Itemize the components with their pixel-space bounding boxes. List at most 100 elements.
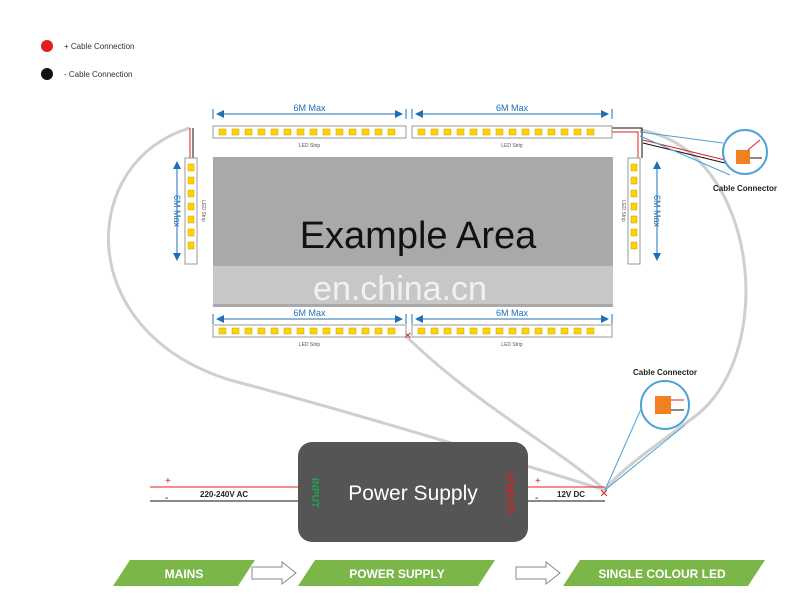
- led-chip: [309, 327, 318, 335]
- led-chip: [322, 128, 331, 136]
- led-chip: [296, 128, 305, 136]
- led-chip: [187, 202, 195, 211]
- power-supply: Power Supply INPUT OUTPUT: [298, 442, 528, 542]
- led-chip: [630, 176, 638, 185]
- connector-plug-icon: [736, 150, 750, 164]
- flow-step-label: SINGLE COLOUR LED: [598, 567, 726, 581]
- led-chip: [630, 163, 638, 172]
- example-area: [213, 157, 613, 307]
- junction-x-icon: ✕: [599, 488, 608, 500]
- led-chip: [187, 176, 195, 185]
- output-voltage: 12V DC: [557, 490, 585, 499]
- led-chip: [187, 215, 195, 224]
- led-chip: [270, 327, 279, 335]
- led-chip: [430, 327, 439, 335]
- led-strip-label: LED Strip: [620, 200, 626, 222]
- arrow-right-icon: [515, 560, 561, 586]
- led-chip: [335, 327, 344, 335]
- dimension-label: 6M Max: [496, 103, 529, 113]
- led-chip: [218, 327, 227, 335]
- area-title: Example Area: [300, 215, 537, 257]
- led-strip-label: LED Strip: [200, 200, 206, 222]
- led-chip: [443, 128, 452, 136]
- input-label: INPUT: [309, 478, 320, 508]
- led-chip: [521, 128, 530, 136]
- led-chip: [534, 128, 543, 136]
- dimension-label: 6M Max: [172, 195, 182, 228]
- led-chip: [534, 327, 543, 335]
- legend: + Cable Connection - Cable Connection: [41, 40, 135, 80]
- led-chip: [430, 128, 439, 136]
- positive-dot-icon: [41, 40, 53, 52]
- led-chip: [187, 241, 195, 250]
- led-chip: [283, 128, 292, 136]
- cable-connector-bottom: Cable Connector ✕: [599, 368, 697, 500]
- dimension-label: 6M Max: [652, 195, 662, 228]
- led-chip: [417, 128, 426, 136]
- led-chip: [296, 327, 305, 335]
- led-chip: [244, 128, 253, 136]
- output-minus: -: [535, 493, 538, 504]
- led-chip: [630, 228, 638, 237]
- led-chip: [508, 327, 517, 335]
- led-chip: [187, 163, 195, 172]
- flow-step-mains: [113, 560, 255, 586]
- led-chip: [309, 128, 318, 136]
- led-chip: [374, 327, 383, 335]
- led-chip: [495, 327, 504, 335]
- led-chip: [482, 128, 491, 136]
- led-chip: [187, 228, 195, 237]
- led-chip: [456, 327, 465, 335]
- legend-negative-label: - Cable Connection: [64, 70, 132, 79]
- led-chip: [456, 128, 465, 136]
- led-chip: [547, 128, 556, 136]
- led-chip: [361, 128, 370, 136]
- led-chip: [231, 128, 240, 136]
- dimension-label: 6M Max: [293, 103, 326, 113]
- power-supply-title: Power Supply: [348, 482, 478, 505]
- led-chip: [187, 189, 195, 198]
- led-chip: [348, 327, 357, 335]
- flow-step-power-supply: [298, 560, 495, 586]
- led-chip: [283, 327, 292, 335]
- led-chip: [335, 128, 344, 136]
- arrow-right-icon: [251, 560, 297, 586]
- led-chip: [630, 189, 638, 198]
- led-strip-label: LED Strip: [501, 342, 523, 348]
- led-chip: [257, 128, 266, 136]
- led-chip: [560, 327, 569, 335]
- led-strip: [627, 157, 641, 265]
- flow-step-label: POWER SUPPLY: [349, 567, 445, 581]
- cable-connector-top: Cable Connector: [639, 129, 777, 193]
- led-chip: [231, 327, 240, 335]
- cable-connector-label: Cable Connector: [713, 184, 777, 193]
- flow-step-single-colour-led: [563, 560, 765, 586]
- led-chip: [322, 327, 331, 335]
- power-supply-box: [298, 442, 528, 542]
- led-chip: [218, 128, 227, 136]
- flow-banner: MAINS POWER SUPPLY SINGLE COLOUR LED: [113, 560, 765, 586]
- dimension-label: 6M Max: [496, 308, 529, 318]
- led-strip-label: LED Strip: [299, 143, 321, 149]
- led-chip: [630, 202, 638, 211]
- led-chip: [573, 128, 582, 136]
- led-chip: [560, 128, 569, 136]
- dimension-label: 6M Max: [293, 308, 326, 318]
- led-chip: [361, 327, 370, 335]
- led-chip: [482, 327, 491, 335]
- feed-wires: [150, 127, 726, 502]
- watermark-band: [150, 266, 670, 304]
- led-chip: [469, 128, 478, 136]
- led-strip-label: LED Strip: [501, 143, 523, 149]
- led-chip: [508, 128, 517, 136]
- led-chip: [469, 327, 478, 335]
- mains-minus: -: [165, 493, 168, 504]
- negative-dot-icon: [41, 68, 53, 80]
- led-chip: [374, 128, 383, 136]
- led-chip: [573, 327, 582, 335]
- led-chip: [630, 215, 638, 224]
- led-chip: [586, 128, 595, 136]
- flow-step-label: MAINS: [165, 567, 204, 581]
